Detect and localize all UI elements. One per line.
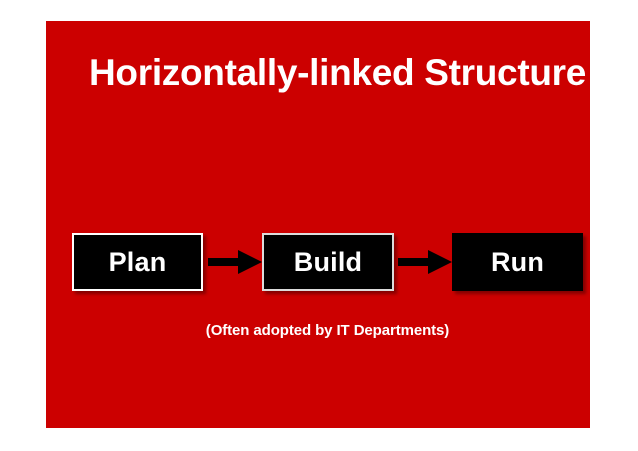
flow-box-plan-label: Plan [108,247,167,277]
slide-subtitle: (Often adopted by IT Departments) [205,322,450,339]
flow-box-run-label: Run [490,247,545,277]
arrow-right-icon-build-to-run [398,250,452,274]
flow-box-run[interactable]: Run [452,233,583,291]
content-panel: Horizontally-linked Structure Plan Build… [46,21,590,428]
flow-box-build-label: Build [293,247,363,277]
arrow-right-icon-plan-to-build [208,250,262,274]
process-flow-diagram: Plan Build Run [46,233,590,293]
flow-box-plan[interactable]: Plan [72,233,203,291]
page-title: Horizontally-linked Structure [89,52,587,93]
flow-box-build[interactable]: Build [262,233,394,291]
